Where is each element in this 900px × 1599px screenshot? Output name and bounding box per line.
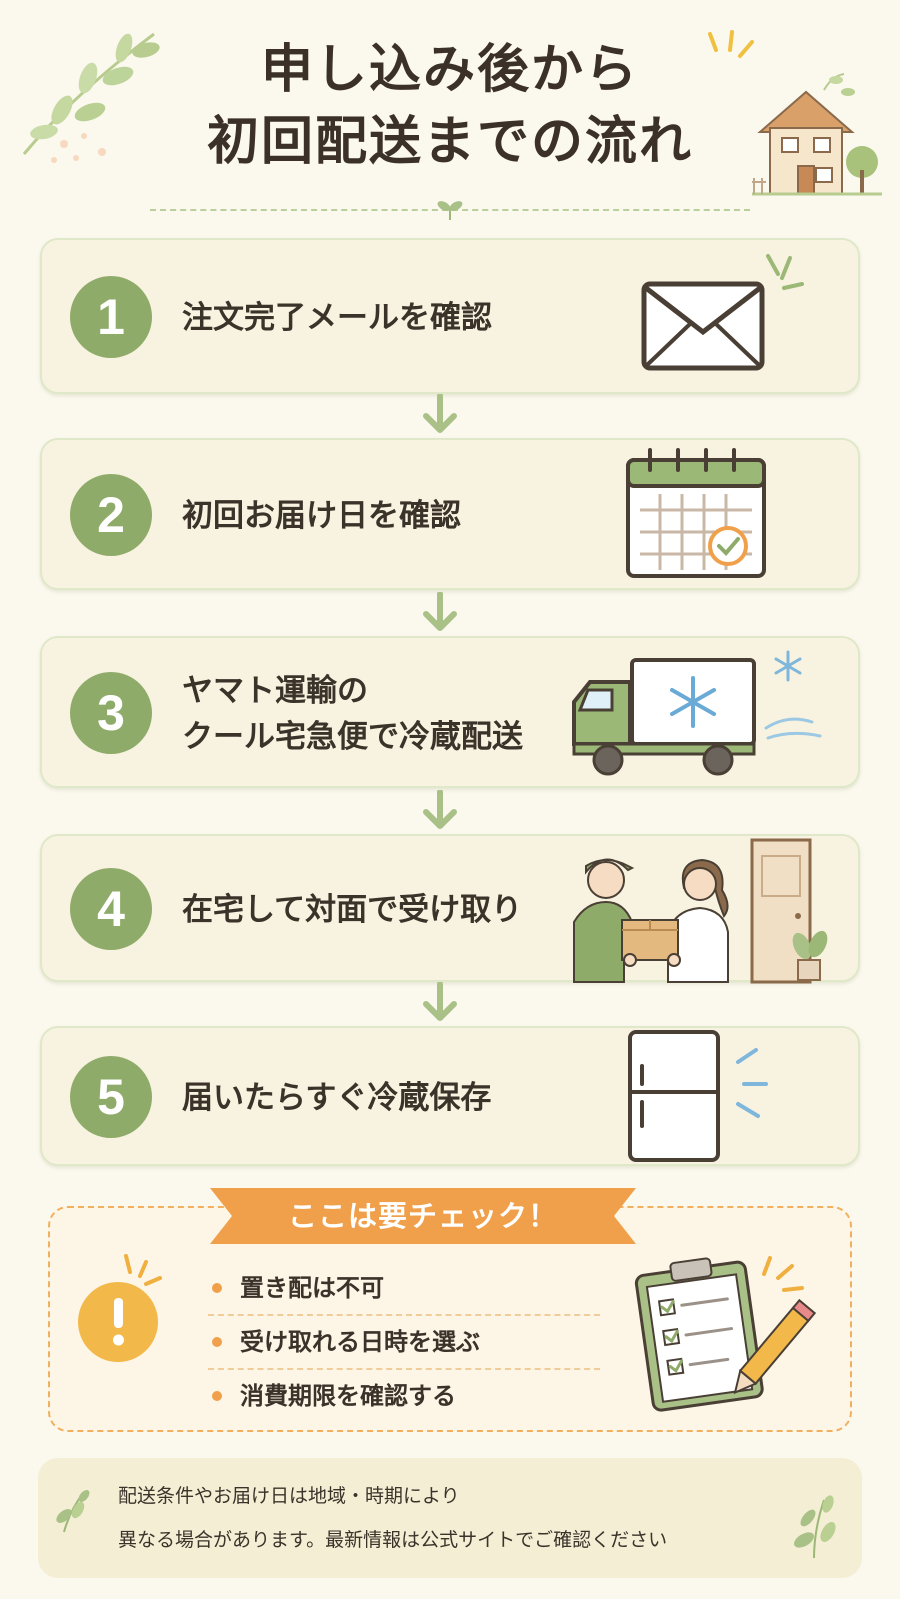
bullet-icon (212, 1283, 222, 1293)
bullet-icon (212, 1391, 222, 1401)
calendar-check-icon (626, 448, 766, 578)
note-text: 配送条件やお届け日は地域・時期により 異なる場合があります。最新情報は公式サイト… (118, 1485, 668, 1551)
page-title: 申し込み後から 初回配送までの流れ (0, 34, 900, 178)
check-list: 置き配は不可 受け取れる日時を選ぶ 消費期限を確認する (208, 1262, 600, 1422)
list-item: 置き配は不可 (208, 1262, 600, 1314)
refrigerator-icon (628, 1030, 768, 1162)
check-banner: ここは要チェック！ (210, 1184, 636, 1248)
sparkle-icon (708, 30, 754, 58)
handover-icon (573, 838, 828, 984)
envelope-icon (641, 254, 804, 371)
step-label: 在宅して対面で受け取り (182, 892, 523, 928)
title-line-2: 初回配送までの流れ (206, 112, 693, 172)
house-icon (752, 73, 882, 196)
step-number: 4 (70, 868, 152, 950)
arrow-down-icon (423, 790, 457, 829)
clipboard-checklist-icon (634, 1256, 817, 1412)
step-label: 注文完了メールを確認 (182, 300, 492, 336)
arrow-down-icon (423, 982, 457, 1021)
arrow-down-icon (423, 394, 457, 433)
check-banner-label: ここは要チェック！ (287, 1199, 558, 1233)
step-number: 3 (70, 672, 152, 754)
list-item: 受け取れる日時を選ぶ (208, 1314, 600, 1368)
step-number: 5 (70, 1056, 152, 1138)
bullet-icon (212, 1337, 222, 1347)
check-banner-ribbon (210, 1188, 636, 1244)
list-item: 消費期限を確認する (208, 1368, 600, 1422)
step-number: 2 (70, 474, 152, 556)
leaf-sprig-icon (56, 1490, 90, 1533)
step-label: 初回お届け日を確認 (182, 498, 461, 534)
refrigerated-truck-icon (572, 650, 822, 776)
step-5: 5 届いたらすぐ冷蔵保存 (40, 1026, 860, 1166)
arrow-down-icon (423, 592, 457, 631)
footer-note: 配送条件やお届け日は地域・時期により 異なる場合があります。最新情報は公式サイト… (38, 1458, 862, 1578)
warning-icon (78, 1254, 162, 1362)
sprout-icon (437, 201, 463, 220)
step-label: 届いたらすぐ冷蔵保存 (182, 1080, 492, 1116)
leaf-branch-icon (22, 32, 160, 163)
leaf-sprig-icon (794, 1495, 836, 1559)
title-line-1: 申し込み後から (260, 40, 639, 100)
step-number: 1 (70, 276, 152, 358)
step-label: ヤマト運輸の クール宅急便で冷蔵配送 (182, 673, 523, 755)
